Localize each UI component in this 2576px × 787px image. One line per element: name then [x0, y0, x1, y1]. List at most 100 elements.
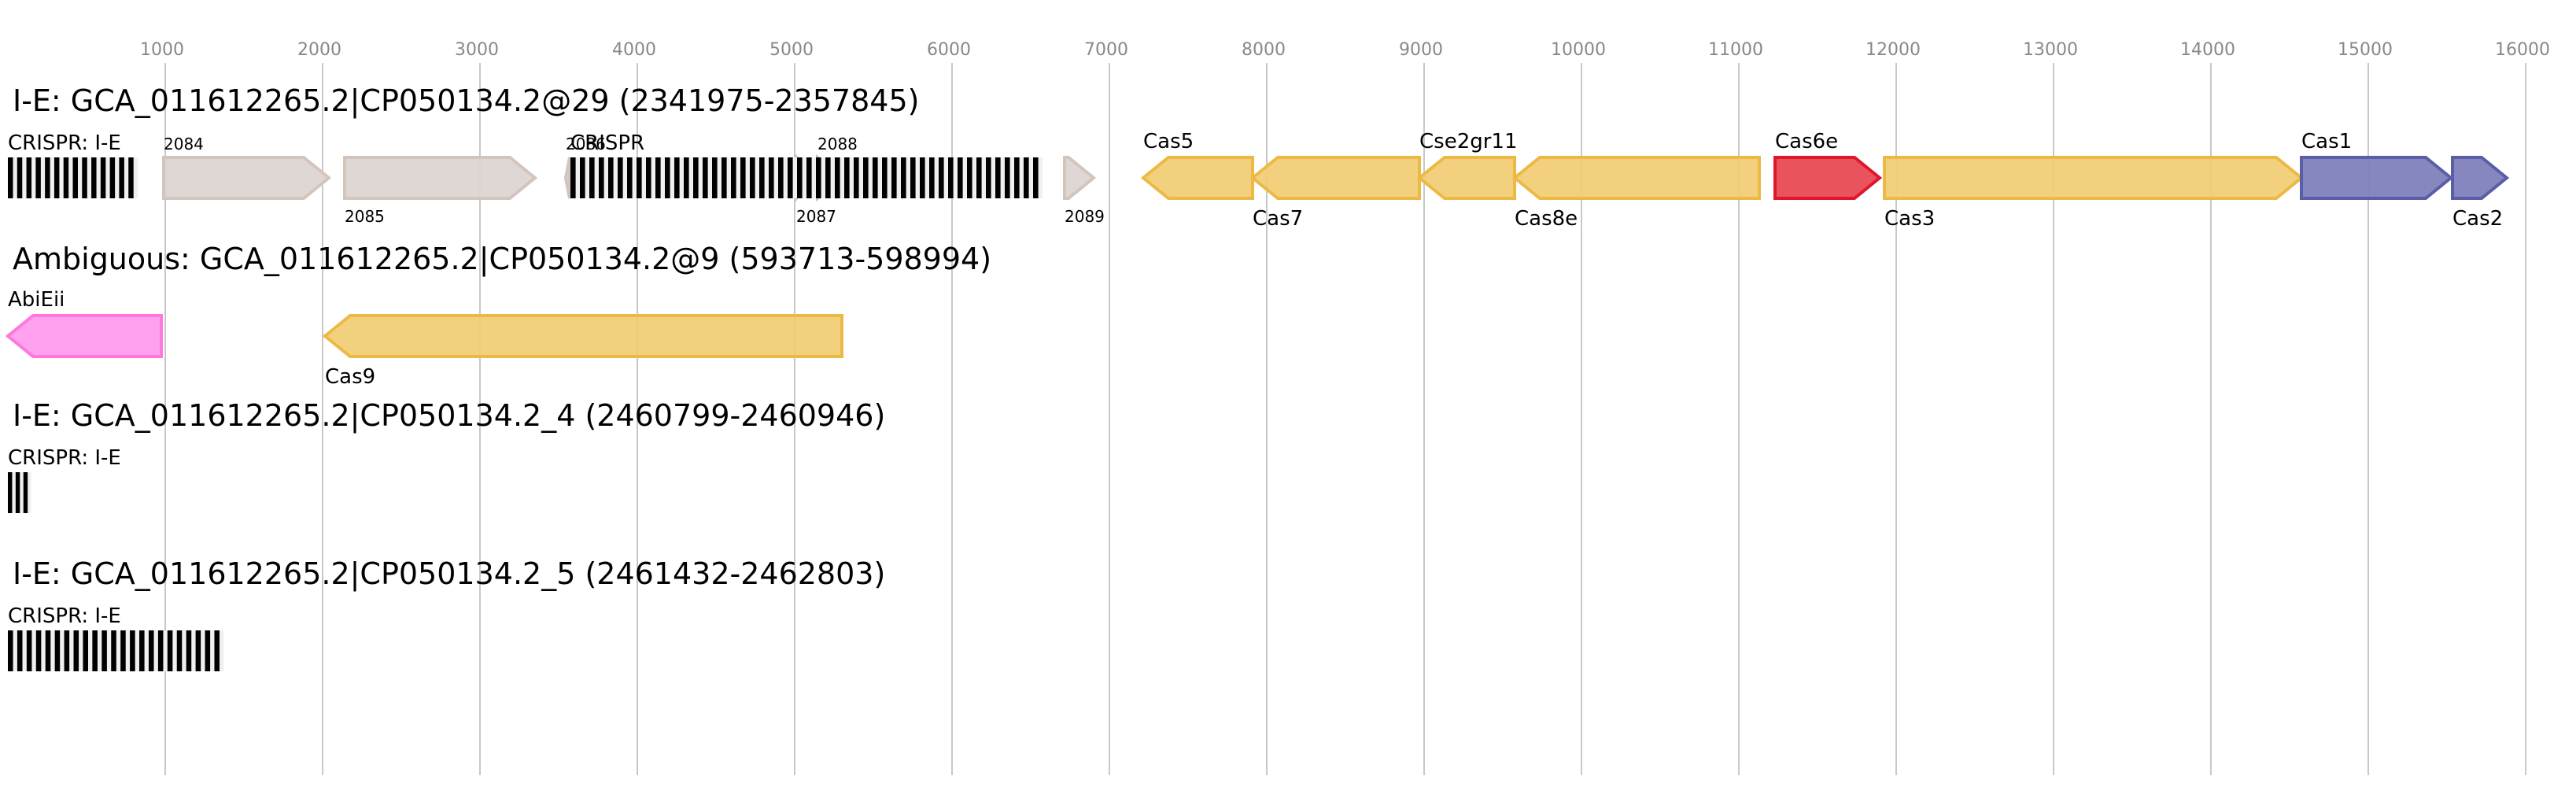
crispr-array[interactable]: CRISPR: I-E: [8, 604, 224, 671]
gene-label: 2086: [566, 135, 606, 153]
crispr-repeat: [854, 157, 859, 198]
crispr-repeat: [17, 630, 23, 671]
track: Ambiguous: GCA_011612265.2|CP050134.2@9 …: [5, 242, 991, 389]
gene-arrow[interactable]: [5, 314, 163, 358]
axis-tick-label: 14000: [2180, 40, 2235, 60]
gene-arrow[interactable]: [1883, 156, 2305, 200]
gene-label: Cse2gr11: [1419, 130, 1518, 153]
axis-tick-label: 6000: [927, 40, 971, 60]
gene-arrow[interactable]: [322, 314, 843, 358]
crispr-label: CRISPR: I-E: [8, 604, 121, 628]
axis-tick-label: 10000: [1551, 40, 1606, 60]
gene-arrow[interactable]: [1140, 156, 1254, 200]
axis-tick-label: 7000: [1084, 40, 1128, 60]
gene-arrow[interactable]: [2451, 156, 2510, 200]
crispr-repeat: [45, 157, 50, 198]
crispr-repeat: [967, 157, 972, 198]
crispr-repeat: [8, 630, 13, 671]
crispr-array[interactable]: CRISPR: [570, 131, 1043, 198]
gene-arrow[interactable]: [1773, 156, 1883, 200]
gene-cas5[interactable]: Cas5: [1140, 130, 1254, 200]
gene-abieii[interactable]: AbiEii: [5, 288, 163, 358]
gene-cas9[interactable]: Cas9: [322, 314, 843, 389]
crispr-repeat: [806, 157, 812, 198]
crispr-repeat: [100, 157, 106, 198]
crispr-repeat: [618, 157, 623, 198]
gene-cas7[interactable]: Cas7: [1249, 156, 1421, 231]
crispr-repeat: [929, 157, 935, 198]
crispr-repeat: [986, 157, 991, 198]
crispr-repeat: [72, 157, 78, 198]
gene-arrow[interactable]: [343, 156, 538, 200]
crispr-repeat: [54, 630, 61, 671]
gene-label: AbiEii: [8, 288, 65, 312]
crispr-repeat: [186, 630, 192, 671]
crispr-repeat: [119, 157, 124, 198]
crispr-repeat: [148, 630, 154, 671]
axis-tick-label: 15000: [2338, 40, 2393, 60]
crispr-repeat: [580, 157, 585, 198]
crispr-repeat: [655, 157, 661, 198]
crispr-repeat: [45, 630, 51, 671]
crispr-repeat: [214, 630, 220, 671]
crispr-array[interactable]: CRISPR: I-E: [8, 131, 138, 198]
gene-label: Cas7: [1253, 207, 1303, 231]
gene-cas8e[interactable]: Cas8e: [1511, 156, 1761, 231]
gene-2084[interactable]: 2084: [162, 135, 332, 200]
gene-label: Cas2: [2452, 207, 2503, 231]
crispr-repeat: [1014, 157, 1020, 198]
axis-tick-label: 11000: [1708, 40, 1763, 60]
crispr-repeat: [82, 157, 87, 198]
gene-2089[interactable]: 2089: [1063, 156, 1105, 226]
crispr-repeat: [8, 157, 13, 198]
crispr-repeat: [995, 157, 1001, 198]
gene-2086[interactable]: 2086: [563, 135, 606, 199]
track-title: I-E: GCA_011612265.2|CP050134.2@29 (2341…: [13, 83, 919, 119]
gene-arrow[interactable]: [162, 156, 332, 200]
crispr-repeat: [205, 630, 211, 671]
gene-arrow[interactable]: [563, 157, 571, 199]
gene-label: 2088: [817, 135, 858, 153]
crispr-repeat: [167, 630, 173, 671]
gene-2085[interactable]: 2085: [343, 156, 538, 226]
crispr-label: CRISPR: I-E: [8, 131, 121, 155]
crispr-repeat: [128, 157, 134, 198]
gene-label: Cas8e: [1515, 207, 1578, 231]
crispr-repeat: [920, 157, 925, 198]
crispr-repeat: [976, 157, 982, 198]
crispr-repeat: [63, 157, 69, 198]
gene-arrow[interactable]: [1063, 156, 1097, 200]
crispr-repeat: [101, 630, 107, 671]
crispr-repeat: [1024, 157, 1029, 198]
crispr-array[interactable]: CRISPR: I-E: [8, 446, 121, 513]
crispr-repeat: [157, 630, 164, 671]
crispr-repeat: [176, 630, 183, 671]
gene-arrow[interactable]: [1249, 156, 1421, 200]
gene-cse2gr11[interactable]: Cse2gr11: [1416, 130, 1518, 200]
gene-arrow[interactable]: [1511, 156, 1761, 200]
crispr-repeat: [958, 157, 963, 198]
gene-arrow[interactable]: [2300, 156, 2454, 200]
axis-tick-label: 9000: [1399, 40, 1443, 60]
gene-label: Cas3: [1884, 207, 1935, 231]
gene-label: 2087: [796, 207, 836, 226]
gene-cas3[interactable]: Cas3: [1883, 156, 2305, 231]
gene-cas6e[interactable]: Cas6e: [1773, 130, 1883, 200]
crispr-repeat: [17, 157, 23, 198]
crispr-repeat: [750, 157, 755, 198]
axis-tick-label: 13000: [2023, 40, 2078, 60]
crispr-repeat: [825, 157, 831, 198]
crispr-repeat: [693, 157, 699, 198]
crispr-repeat: [130, 630, 135, 671]
gene-cas2[interactable]: Cas2: [2451, 156, 2510, 231]
gene-cas1[interactable]: Cas1: [2300, 130, 2454, 200]
crispr-repeat: [722, 157, 727, 198]
tracks-layer: I-E: GCA_011612265.2|CP050134.2@29 (2341…: [5, 83, 2510, 671]
track: I-E: GCA_011612265.2|CP050134.2_5 (24614…: [8, 556, 885, 671]
crispr-repeat: [844, 157, 850, 198]
crispr-repeat: [891, 157, 897, 198]
crispr-repeat: [910, 157, 916, 198]
gene-arrow[interactable]: [1416, 156, 1516, 200]
gene-label: 2084: [164, 135, 204, 153]
